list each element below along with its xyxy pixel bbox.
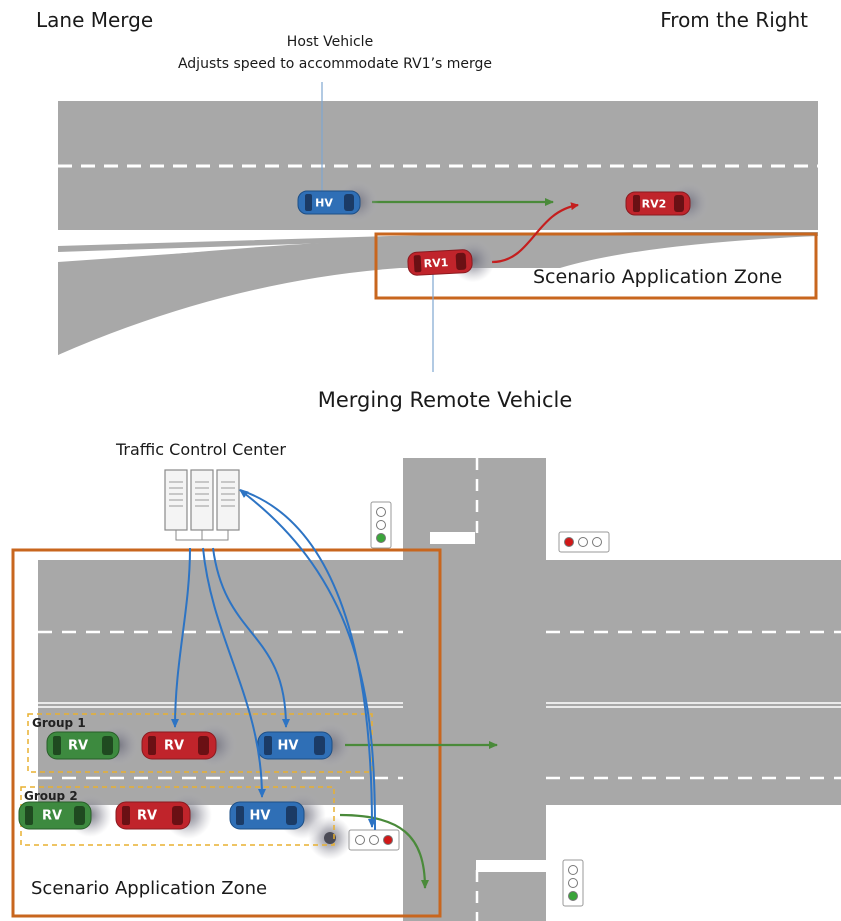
top-title-right: From the Right (660, 8, 808, 32)
traffic-light-west (348, 829, 400, 851)
group-1-rv-red: RV (141, 721, 238, 769)
top-road (58, 101, 818, 355)
group-2-label: Group 2 (24, 789, 78, 803)
group-2-rv-red: RV (115, 791, 212, 839)
group-2-turn-arrow (339, 813, 429, 889)
traffic-light-north (370, 501, 392, 549)
merging-remote-vehicle-caption: Merging Remote Vehicle (317, 388, 573, 412)
group-1-label: Group 1 (32, 716, 86, 730)
server-rack-icon (164, 469, 240, 541)
traffic-light-south (562, 859, 584, 907)
host-vehicle-caption: Host Vehicle (286, 34, 374, 50)
communication-arrows (171, 489, 376, 831)
group-1-vehicle-1-label: RV (68, 739, 88, 754)
group-1-vehicle-2-label: RV (164, 739, 184, 754)
main-road-median (38, 702, 841, 708)
main-road-lane-lines (38, 630, 841, 780)
group-2-hv: HV (229, 791, 326, 839)
bottom-zone-label: Scenario Application Zone (31, 878, 268, 899)
hv-label-top: HV (315, 197, 333, 210)
rv1-label: RV1 (423, 256, 448, 270)
group-1-rv-green: RV (46, 723, 140, 767)
group-1-hv: HV (257, 721, 354, 769)
rv1-merge-arrow (491, 202, 579, 264)
group-2-vehicle-1-label: RV (42, 809, 62, 824)
host-vehicle-subcaption: Adjusts speed to accommodate RV1’s merge (177, 56, 493, 72)
host-vehicle-top: HV (297, 180, 379, 224)
top-title-left: Lane Merge (36, 8, 154, 32)
remote-vehicle-rv1: RV1 (407, 238, 495, 283)
traffic-light-east (558, 531, 610, 553)
group-2-rv-green: RV (18, 793, 112, 837)
group-2-vehicle-3-label: HV (250, 809, 271, 824)
group-2-vehicle-2-label: RV (137, 809, 157, 824)
bottom-scenario-zone (11, 548, 442, 918)
traffic-control-center-label: Traffic Control Center (116, 440, 286, 459)
group-1-vehicle-3-label: HV (278, 739, 299, 754)
top-scenario-zone (374, 232, 818, 300)
remote-vehicle-rv2: RV2 (625, 181, 710, 225)
rv2-label: RV2 (642, 198, 667, 211)
top-zone-label: Scenario Application Zone (533, 266, 783, 288)
